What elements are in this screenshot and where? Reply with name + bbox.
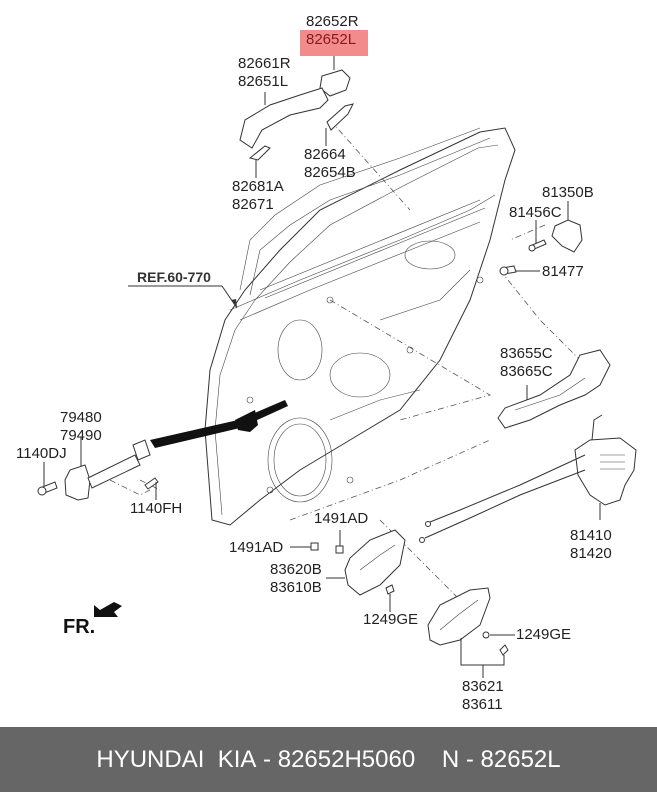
label-bolt-81477[interactable]: 81477 bbox=[542, 263, 584, 280]
footer-n-label: N bbox=[441, 745, 460, 773]
label-checker[interactable]: 79480 79490 bbox=[60, 409, 102, 444]
bolt-1140dj bbox=[37, 462, 58, 496]
footer-separator-2: - bbox=[459, 745, 481, 773]
door-panel bbox=[150, 127, 516, 526]
footer-brand: HYUNDAI KIA bbox=[96, 745, 257, 773]
label-handle-pad[interactable]: 82681A 82671 bbox=[232, 178, 284, 213]
footer-oem-number: 82652H5060 bbox=[277, 745, 416, 773]
door-latch bbox=[419, 414, 637, 543]
label-handle-gasket[interactable]: 82664 82654B bbox=[304, 146, 356, 181]
label-clip-upper[interactable]: 1491AD bbox=[314, 510, 369, 527]
label-inner-handle-cover[interactable]: 83621 83611 bbox=[462, 678, 504, 713]
bolt-81477 bbox=[499, 265, 540, 276]
outer-handle-cover bbox=[319, 56, 351, 97]
inner-handle bbox=[326, 529, 406, 596]
outer-handle-frame bbox=[497, 349, 611, 429]
door-checker bbox=[64, 437, 151, 501]
part-highlight bbox=[300, 30, 368, 56]
label-bolt-1140fh[interactable]: 1140FH bbox=[130, 500, 183, 517]
label-latch[interactable]: 81410 81420 bbox=[570, 527, 612, 562]
label-striker[interactable]: 81350B bbox=[542, 184, 594, 201]
label-striker-screw[interactable]: 81456C bbox=[509, 204, 562, 221]
clip-1491ad-upper bbox=[335, 530, 344, 554]
label-outer-handle[interactable]: 82661R 82651L bbox=[238, 55, 291, 90]
label-screw-upper[interactable]: 1249GE bbox=[363, 611, 419, 628]
handle-pad bbox=[248, 145, 271, 178]
label-outer-handle-cover[interactable]: 82652R 82652L bbox=[306, 13, 359, 48]
label-screw-lower[interactable]: 1249GE bbox=[516, 626, 572, 643]
inner-handle-cover bbox=[427, 587, 515, 678]
label-ref[interactable]: REF.60-770 bbox=[137, 269, 211, 285]
footer-separator-1: - bbox=[256, 745, 278, 773]
label-bolt-1140dj[interactable]: 1140DJ bbox=[16, 445, 67, 462]
handle-gasket bbox=[325, 103, 354, 146]
outer-handle bbox=[239, 87, 329, 149]
diagram-drawing bbox=[37, 56, 637, 678]
clip-1491ad-left bbox=[290, 542, 319, 551]
bolt-1140fh bbox=[144, 477, 159, 500]
footer-part-number: 82652L bbox=[480, 745, 561, 773]
label-outer-handle-frame[interactable]: 83655C 83665C bbox=[500, 345, 553, 380]
label-clip-left[interactable]: 1491AD bbox=[229, 539, 284, 556]
striker bbox=[528, 201, 583, 253]
front-arrow-icon bbox=[94, 602, 122, 617]
ref-leader bbox=[128, 285, 238, 309]
part-number-footer: HYUNDAI KIA - 82652H5060 N - 82652L bbox=[0, 727, 657, 792]
label-inner-handle[interactable]: 83620B 83610B bbox=[270, 561, 322, 596]
front-indicator: FR. bbox=[63, 616, 96, 638]
parts-diagram: 82652R 82652L 82661R 82651L 82664 82654B… bbox=[16, 13, 637, 713]
screw-1249ge-upper bbox=[385, 584, 395, 612]
